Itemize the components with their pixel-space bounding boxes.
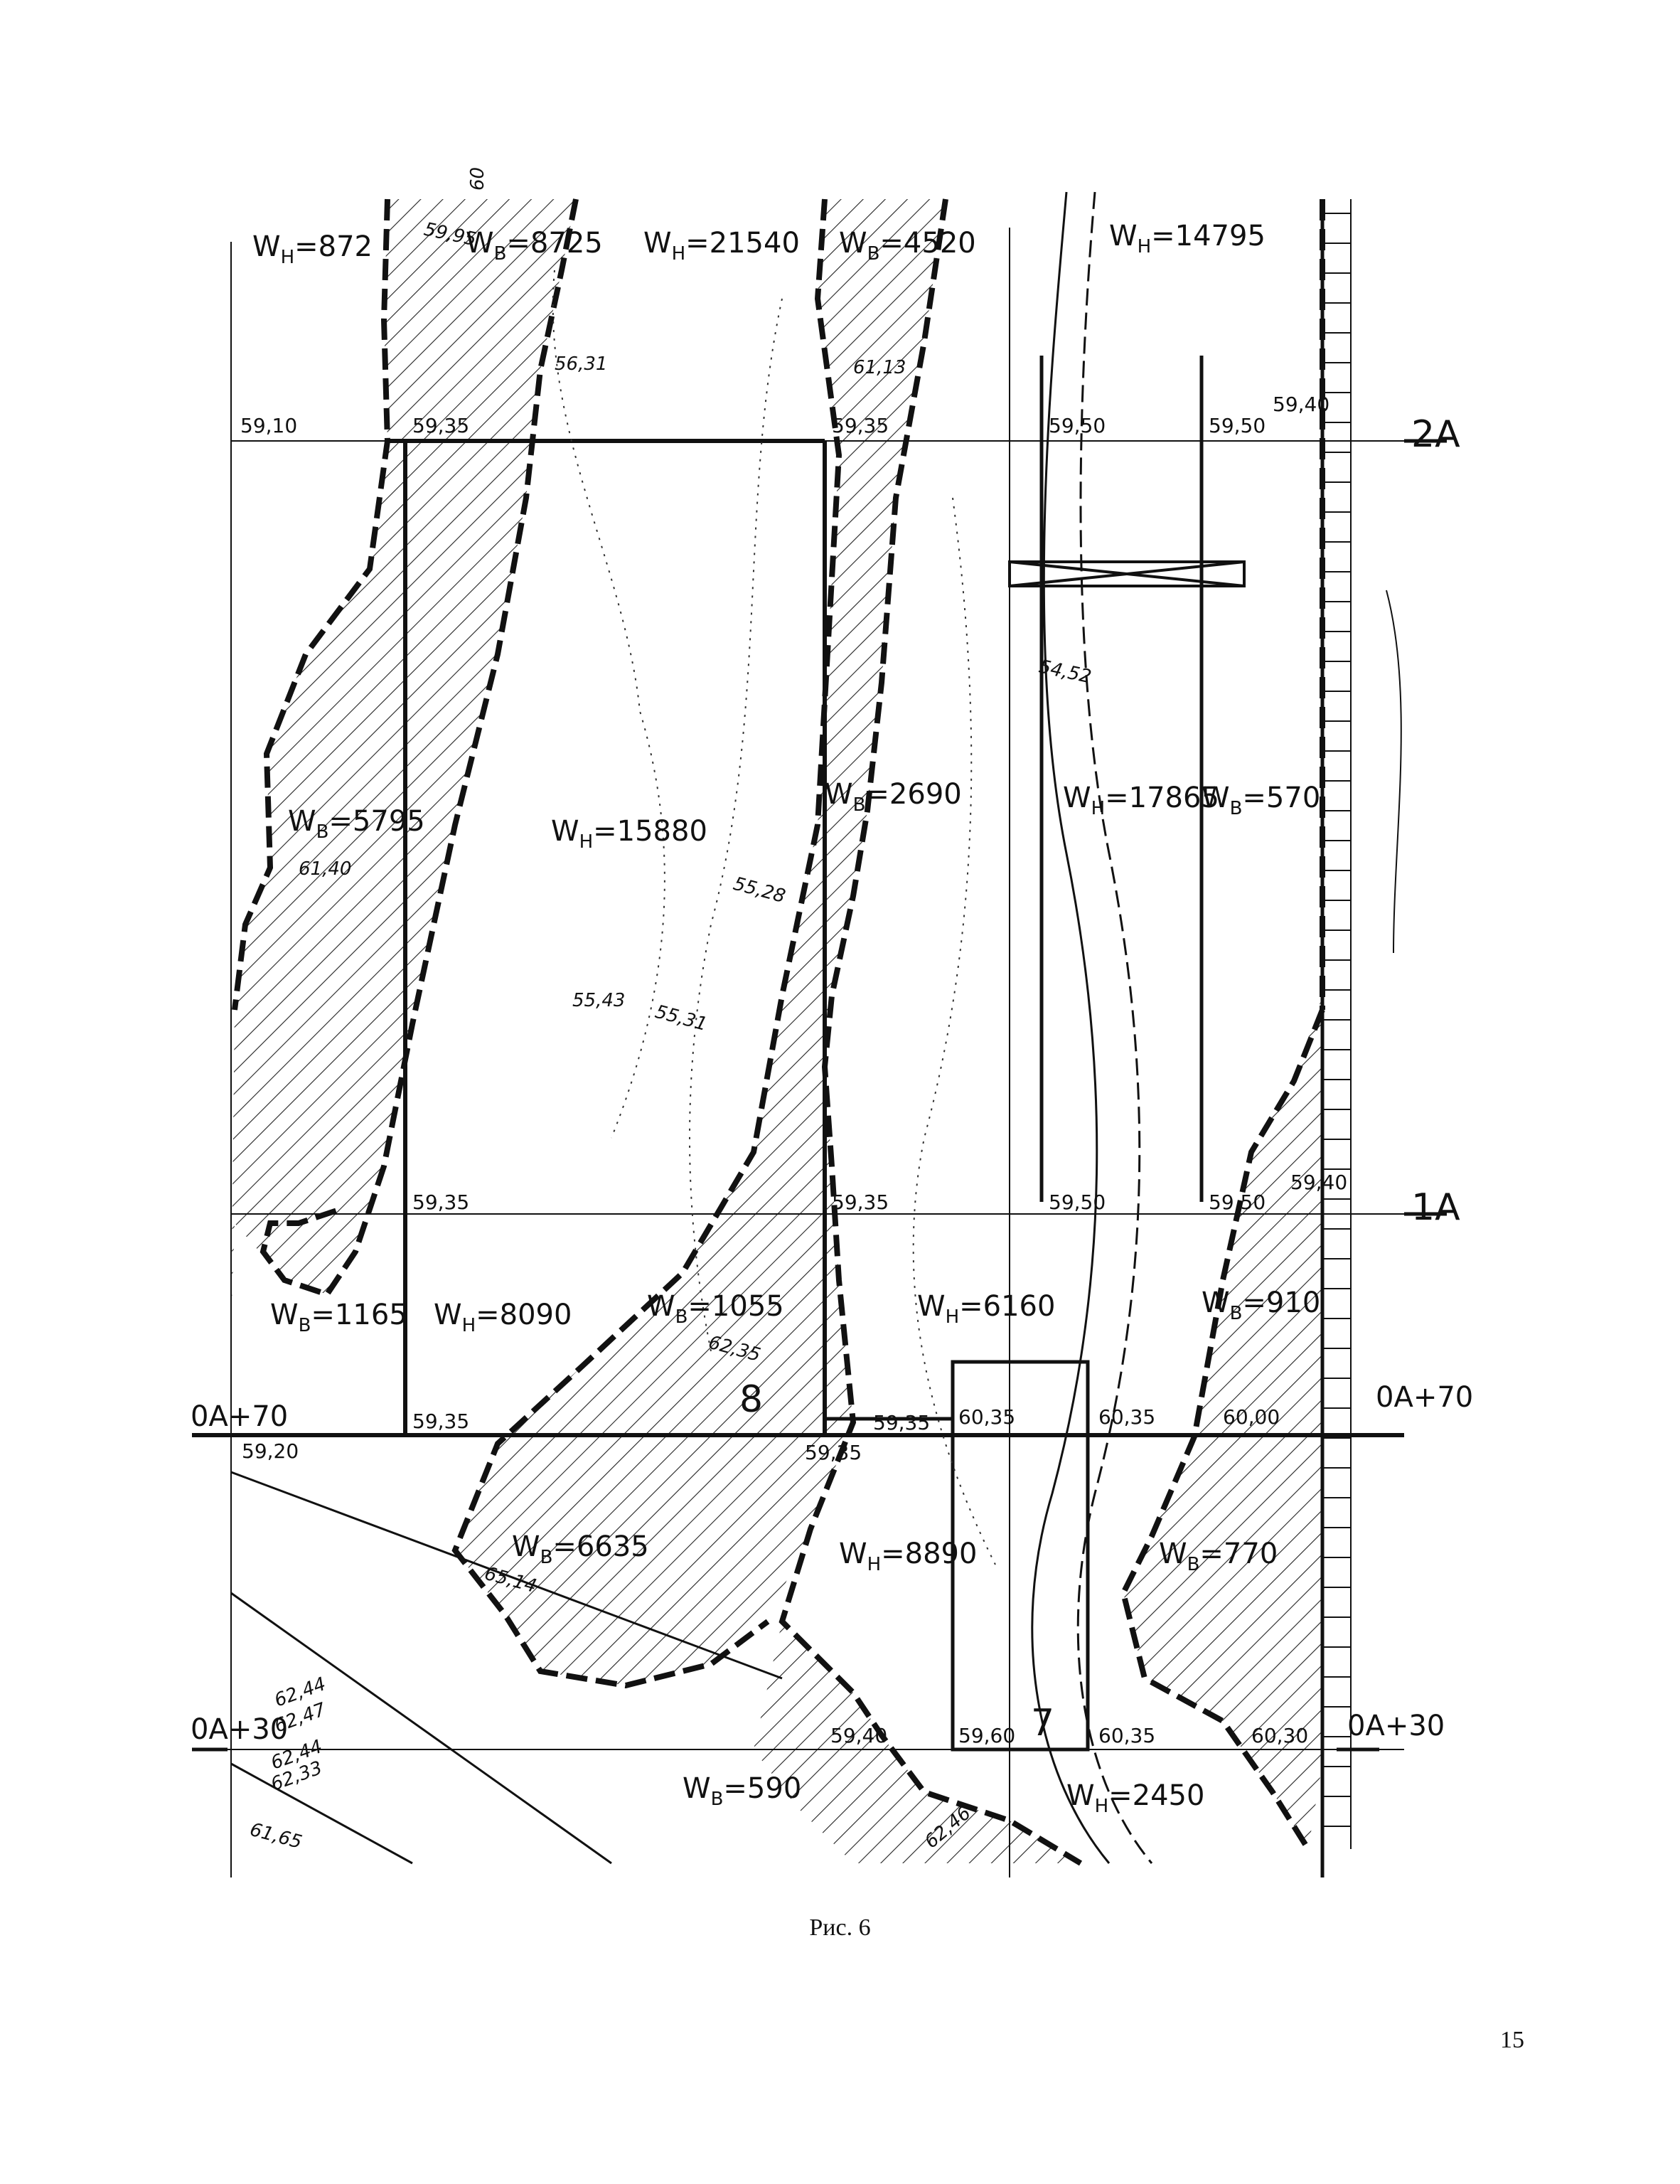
spot-height: 55,28 [731, 873, 788, 907]
zone-volume-label: WB=5795 [288, 805, 425, 843]
elevation-label: 59,35 [873, 1411, 930, 1434]
elevation-label: 59,40 [830, 1724, 887, 1747]
elevation-label: 59,35 [412, 414, 469, 437]
elevation-label: 59,50 [1209, 1190, 1266, 1214]
zone-volume-label: WB=4520 [839, 227, 976, 265]
plot-number: 8 [739, 1378, 763, 1421]
elevation-labels: 59,10 59,35 59,35 59,50 59,50 59,40 59,3… [240, 393, 1347, 1747]
figure-caption: Рис. 6 [809, 1914, 871, 1941]
elevation-label: 59,35 [412, 1190, 469, 1214]
elevation-label: 59,20 [242, 1439, 299, 1463]
section-label: 0A+30 [1347, 1710, 1445, 1742]
stream [1031, 191, 1402, 1864]
elevation-label: 59,50 [1049, 1190, 1106, 1214]
zone-volume-label: WB=590 [683, 1772, 801, 1810]
elevation-label: 59,35 [832, 1190, 889, 1214]
plot-number: 7 [1031, 1702, 1054, 1744]
elevation-label: 59,50 [1049, 414, 1106, 437]
plot-numbers: 8 7 [739, 1378, 1054, 1744]
contours [552, 270, 996, 1565]
elevation-label: 60,00 [1223, 1405, 1280, 1429]
grid-lines [192, 199, 1404, 1877]
zone-volume-label: WB=1165 [270, 1299, 407, 1336]
zone-volume-label: WH=14795 [1109, 220, 1266, 257]
spot-height: 56,31 [555, 353, 607, 375]
zone-volume-label: WB=2690 [825, 778, 962, 816]
spot-height: 55,43 [572, 990, 625, 1011]
elevation-label: 60,35 [1098, 1724, 1155, 1747]
elevation-label: 59,50 [1209, 414, 1266, 437]
elevation-label: 59,35 [832, 414, 889, 437]
spot-height: 61,65 [247, 1819, 304, 1853]
section-label: 0A+70 [1376, 1381, 1473, 1414]
fill-zone-right [1123, 996, 1322, 1849]
elevation-label: 59,35 [412, 1410, 469, 1433]
zone-volume-labels: WH=872 WB=8725 WH=21540 WB=4520 WH=14795… [252, 220, 1320, 1817]
page-number: 15 [1500, 2027, 1524, 2053]
spot-height: 55,31 [653, 1001, 710, 1035]
section-label: 0A+70 [191, 1400, 288, 1433]
zone-volume-label: WH=17865 [1063, 782, 1219, 819]
elevation-label: 59,60 [958, 1724, 1015, 1747]
elevation-label: 59,40 [1290, 1171, 1347, 1194]
fill-zone-bottom [754, 1621, 1081, 1863]
zone-volume-label: WH=21540 [643, 227, 800, 265]
zero-lines [232, 198, 1325, 1866]
zone-volume-label: WB=1055 [647, 1290, 784, 1328]
elevation-label: 59,10 [240, 414, 297, 437]
zone-volume-label: WH=2450 [1066, 1779, 1204, 1817]
spot-height: 61,13 [853, 357, 906, 378]
elevation-label: 60,35 [958, 1405, 1015, 1429]
zone-volume-label: WB=8725 [466, 227, 603, 265]
section-markers [192, 439, 1447, 1752]
section-label: 2A [1411, 413, 1460, 456]
zone-volume-label: WH=872 [252, 230, 373, 268]
spot-height: 61,40 [299, 858, 351, 880]
zone-volume-label: WB=6635 [512, 1530, 649, 1568]
structure [1008, 560, 1246, 587]
contour-label: 60 [467, 167, 488, 191]
elevation-label: 60,35 [1098, 1405, 1155, 1429]
zone-volume-label: WB=770 [1159, 1538, 1278, 1575]
elevation-label: 60,30 [1251, 1724, 1308, 1747]
zone-volume-label: WB=910 [1202, 1287, 1320, 1324]
elevation-label: 59,40 [1273, 393, 1329, 416]
zone-volume-label: WH=8090 [434, 1299, 572, 1336]
section-label: 0A+30 [191, 1713, 288, 1746]
ruler-ticks [1322, 213, 1351, 1827]
zone-volume-label: WH=8890 [839, 1538, 977, 1575]
section-labels: 2A 1A 0A+70 0A+70 0A+30 0A+30 [191, 413, 1473, 1746]
road [230, 1471, 783, 1865]
section-label: 1A [1411, 1186, 1460, 1229]
zone-volume-label: WH=15880 [551, 815, 707, 853]
zone-volume-label: WH=6160 [917, 1290, 1055, 1328]
zone-volume-label: WB=570 [1202, 782, 1320, 819]
elevation-label: 59,35 [805, 1441, 862, 1464]
